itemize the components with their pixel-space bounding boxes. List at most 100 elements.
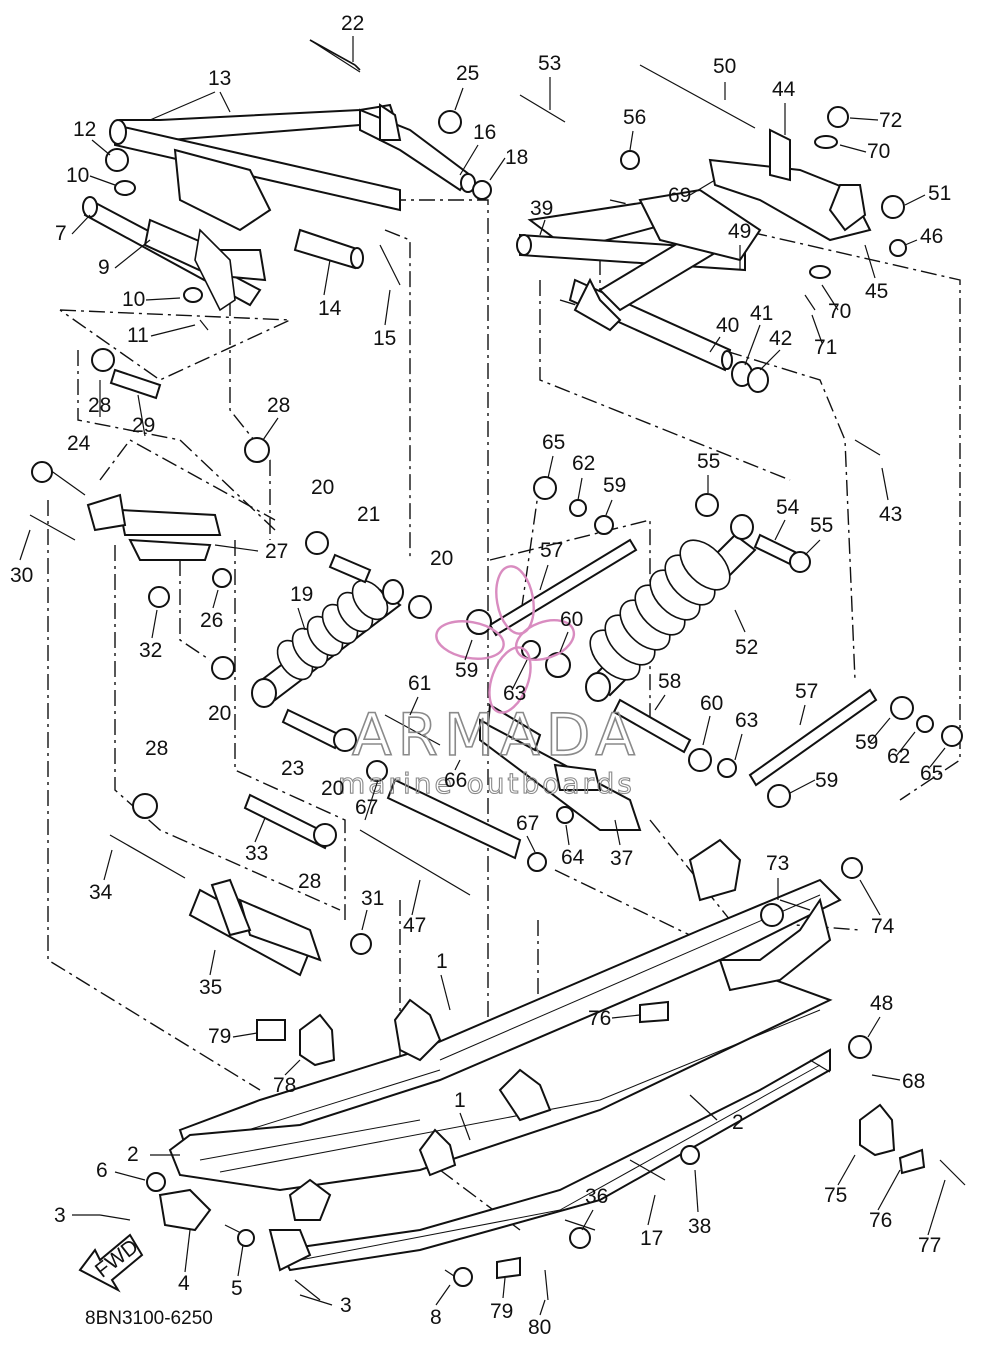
shock-absorbers <box>251 514 757 708</box>
callout-65: 65 <box>542 431 565 454</box>
callout-75: 75 <box>824 1184 847 1207</box>
callout-73: 73 <box>766 852 789 875</box>
callout-19: 19 <box>290 583 313 606</box>
callout-4: 4 <box>178 1272 190 1295</box>
callout-35: 35 <box>199 976 222 999</box>
callout-40: 40 <box>716 314 739 337</box>
callout-15: 15 <box>373 327 396 350</box>
callout-59: 59 <box>855 731 878 754</box>
callout-43: 43 <box>879 503 902 526</box>
callout-1: 1 <box>436 950 448 973</box>
callout-26: 26 <box>200 609 223 632</box>
callout-79: 79 <box>490 1300 513 1323</box>
callout-63: 63 <box>503 682 526 705</box>
callout-27: 27 <box>265 540 288 563</box>
watermark: ARMADA marine outboards <box>337 565 641 801</box>
callout-8: 8 <box>430 1306 442 1329</box>
callout-32: 32 <box>139 639 162 662</box>
callout-10: 10 <box>122 288 145 311</box>
callout-57: 57 <box>540 539 563 562</box>
callout-28: 28 <box>298 870 321 893</box>
callout-20: 20 <box>208 702 231 725</box>
callout-17: 17 <box>640 1227 663 1250</box>
callout-22: 22 <box>341 12 364 35</box>
watermark-flower-icon <box>435 565 576 714</box>
callout-59: 59 <box>455 659 478 682</box>
callout-9: 9 <box>98 256 110 279</box>
callout-34: 34 <box>89 881 113 904</box>
callout-20: 20 <box>430 547 453 570</box>
callout-25: 25 <box>456 62 479 85</box>
callout-52: 52 <box>735 636 758 659</box>
callout-2: 2 <box>127 1143 139 1166</box>
callout-49: 49 <box>728 220 751 243</box>
callout-42: 42 <box>769 327 792 350</box>
forward-arrow: FWD <box>78 1233 144 1293</box>
callout-80: 80 <box>528 1316 551 1339</box>
callout-45: 45 <box>865 280 888 303</box>
callout-20: 20 <box>311 476 334 499</box>
callout-41: 41 <box>750 302 773 325</box>
callout-54: 54 <box>776 496 800 519</box>
callout-56: 56 <box>623 106 646 129</box>
callout-31: 31 <box>361 887 384 910</box>
callout-44: 44 <box>772 78 796 101</box>
callout-60: 60 <box>700 692 723 715</box>
callout-11: 11 <box>127 324 149 347</box>
nuts-and-bushings <box>31 106 963 1287</box>
callout-36: 36 <box>585 1185 608 1208</box>
callout-2: 2 <box>732 1111 744 1134</box>
callout-55: 55 <box>697 450 720 473</box>
callout-18: 18 <box>505 146 528 169</box>
callout-67: 67 <box>516 812 539 835</box>
callout-20: 20 <box>321 777 344 800</box>
callout-63: 63 <box>735 709 758 732</box>
leader-lines <box>19 36 946 1316</box>
figure-code: 8BN3100-6250 <box>85 1308 213 1329</box>
callout-14: 14 <box>318 297 342 320</box>
callout-38: 38 <box>688 1215 711 1238</box>
callout-10: 10 <box>66 164 89 187</box>
callout-66: 66 <box>444 769 467 792</box>
rear-arm-assembly <box>516 128 872 372</box>
callout-68: 68 <box>902 1070 925 1093</box>
slide-rails <box>168 838 842 1272</box>
callout-24: 24 <box>67 432 91 455</box>
callout-37: 37 <box>610 847 633 870</box>
callout-58: 58 <box>658 670 681 693</box>
watermark-tagline: marine outboards <box>338 767 635 800</box>
front-arm-assembly <box>82 103 476 312</box>
callout-77: 77 <box>918 1234 941 1257</box>
callout-57: 57 <box>795 680 818 703</box>
callout-72: 72 <box>879 109 902 132</box>
callout-64: 64 <box>561 846 585 869</box>
callout-62: 62 <box>572 452 595 475</box>
callout-12: 12 <box>73 118 96 141</box>
callout-59: 59 <box>815 769 838 792</box>
callout-69: 69 <box>668 184 691 207</box>
callout-7: 7 <box>55 222 67 245</box>
callout-79: 79 <box>208 1025 231 1048</box>
callout-53: 53 <box>538 52 561 75</box>
callout-16: 16 <box>473 121 496 144</box>
callout-23: 23 <box>281 757 304 780</box>
callout-30: 30 <box>10 564 33 587</box>
callout-51: 51 <box>928 182 951 205</box>
callout-5: 5 <box>231 1277 243 1300</box>
callout-50: 50 <box>713 55 736 78</box>
callout-61: 61 <box>408 672 431 695</box>
callout-70: 70 <box>828 300 851 323</box>
callout-65: 65 <box>920 762 943 785</box>
callout-47: 47 <box>403 914 426 937</box>
rods-and-shafts <box>109 368 878 977</box>
callout-62: 62 <box>887 745 910 768</box>
callout-78: 78 <box>273 1074 296 1097</box>
bolts <box>29 39 966 1301</box>
callout-3: 3 <box>54 1204 66 1227</box>
callout-76: 76 <box>588 1007 611 1030</box>
callout-76: 76 <box>869 1209 892 1232</box>
watermark-brand: ARMADA <box>352 701 641 769</box>
callout-59: 59 <box>603 474 626 497</box>
callout-60: 60 <box>560 608 583 631</box>
